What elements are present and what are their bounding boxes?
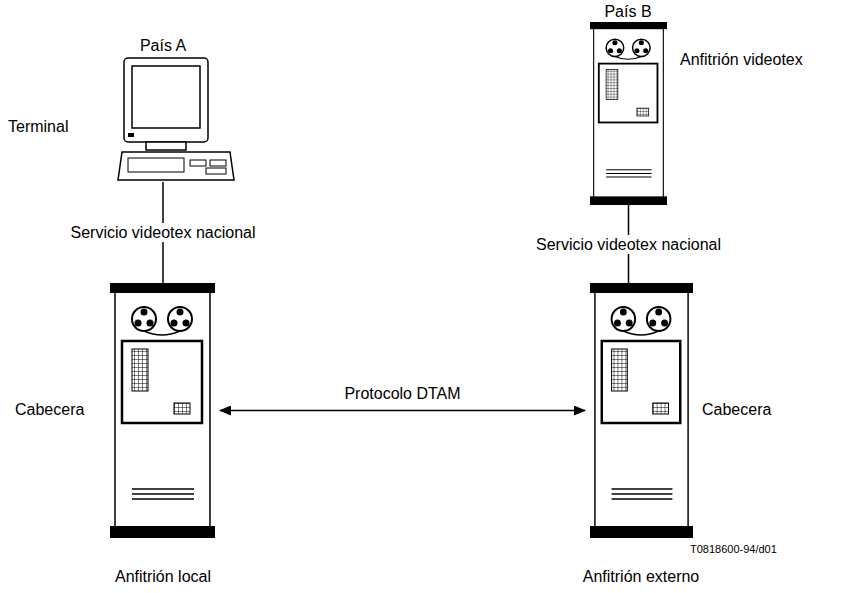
- figure-code: T0818600-94/d01: [690, 543, 777, 556]
- protocol-arrow: [220, 410, 585, 412]
- icon-node: País ATerminal: [112, 58, 214, 182]
- node-caption: Cabecera: [15, 400, 84, 419]
- node-caption: País A: [140, 36, 186, 55]
- node-caption: País B: [604, 2, 651, 21]
- server-icon: [590, 22, 667, 205]
- edge-label: Servicio videotex nacional: [68, 223, 259, 242]
- node-label: Anfitrión videotex: [680, 50, 803, 69]
- icon-node: CabeceraAnfitrión externo: [590, 283, 693, 538]
- node-label: Terminal: [8, 117, 68, 136]
- edge-label: Protocolo DTAM: [341, 384, 463, 403]
- server-icon: [590, 283, 693, 538]
- edge-label: Servicio videotex nacional: [533, 235, 724, 254]
- node-label: Anfitrión local: [115, 567, 211, 586]
- node-caption: Cabecera: [702, 400, 771, 419]
- server-icon: [110, 283, 215, 538]
- icon-node: CabeceraAnfitrión local: [110, 283, 215, 538]
- computer-icon: [118, 58, 234, 180]
- node-label: Anfitrión externo: [583, 567, 700, 586]
- icon-node: País BAnfitrión videotex: [590, 22, 667, 205]
